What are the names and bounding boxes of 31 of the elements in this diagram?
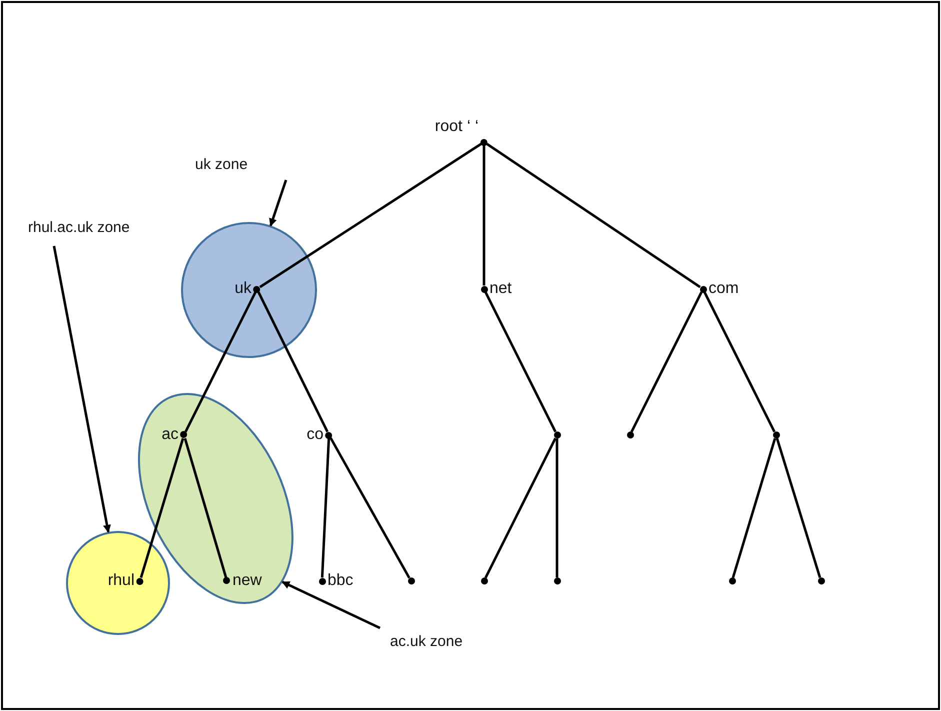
tree-branch-line	[776, 438, 822, 578]
arrow	[52, 246, 111, 533]
zone-label: uk zone	[195, 156, 248, 173]
arrow	[282, 580, 381, 630]
domain-label: new	[232, 572, 262, 590]
tree-branch-line	[556, 438, 558, 578]
tree-branch-line	[732, 438, 776, 578]
domain-label: root ‘ ‘	[434, 118, 478, 136]
domain-label: com	[708, 280, 739, 298]
tree-branch-line	[140, 438, 184, 578]
domain-label: uk	[234, 280, 252, 298]
tree-branch-line	[484, 438, 557, 578]
domain-label: net	[490, 280, 512, 298]
arrow	[269, 180, 288, 226]
tree-branch-line	[703, 292, 776, 432]
domain-label: bbc	[328, 572, 354, 590]
tree-branch-line	[320, 438, 330, 578]
tree-branch-line	[259, 142, 482, 288]
domain-label: rhul	[108, 572, 134, 590]
tree-branch-line	[482, 146, 486, 286]
tree-branch-line	[257, 292, 329, 432]
tree-branch-line	[184, 292, 257, 432]
tree-branch-line	[486, 142, 701, 288]
tree-branch-line	[184, 438, 228, 578]
tree-branch-line	[330, 437, 410, 579]
zone-label: ac.uk zone	[390, 633, 463, 650]
zone-label: rhul.ac.uk zone	[28, 219, 130, 236]
domain-label: ac	[162, 426, 178, 444]
domain-label: co	[306, 426, 324, 444]
tree-branch-line	[484, 292, 557, 432]
tree-branch-line	[630, 292, 703, 432]
